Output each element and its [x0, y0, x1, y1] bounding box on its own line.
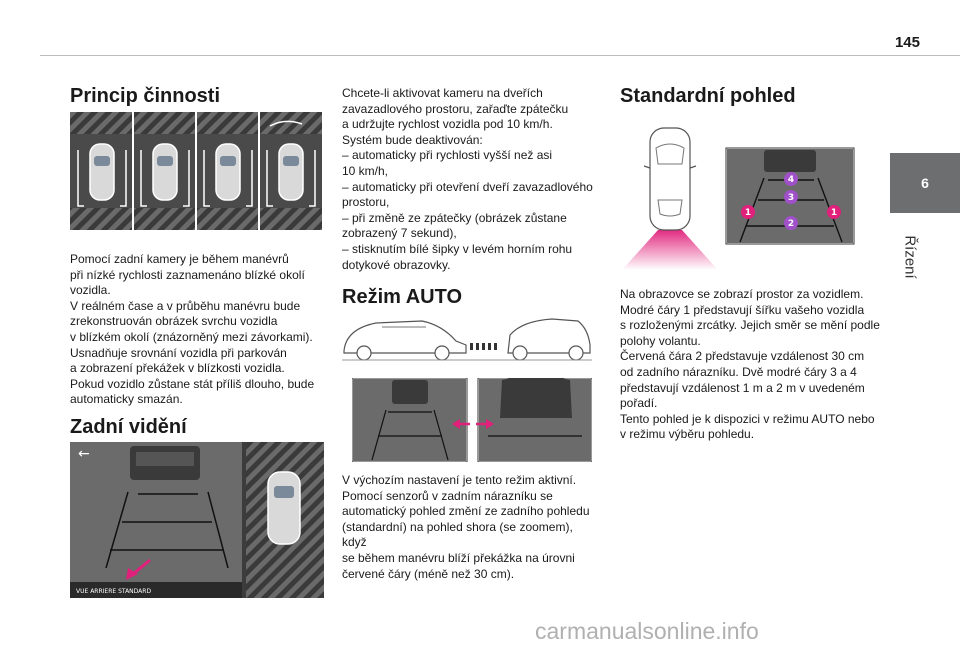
- chapter-title: Řízení: [901, 235, 919, 279]
- auto-mode-body: V výchozím nastavení je tento režim akti…: [342, 473, 590, 581]
- auto-mode-views-illustration: [352, 378, 592, 462]
- principle-illustration: [70, 112, 322, 230]
- view-marker-2: 2: [788, 219, 794, 229]
- page-number: 145: [894, 34, 920, 51]
- watermark: carmanualsonline.info: [535, 618, 759, 644]
- section-title-auto-mode: Režim AUTO: [342, 286, 463, 308]
- view-marker-1-left: 1: [745, 208, 751, 218]
- auto-mode-cars-illustration: [342, 318, 592, 361]
- view-marker-4: 4: [788, 175, 794, 185]
- section-title-rear-view: Zadní vidění: [70, 416, 187, 438]
- view-marker-3: 3: [788, 193, 794, 203]
- screen-mode-label: VUE ARRIERE STANDARD: [76, 588, 151, 595]
- standard-view-body: Na obrazovce se zobrazí prostor za vozid…: [620, 287, 880, 442]
- section-title-standard-view: Standardní pohled: [620, 85, 796, 107]
- standard-view-illustration: 4 3 1 1 2: [622, 127, 855, 270]
- chapter-tab[interactable]: 6: [890, 153, 960, 213]
- view-marker-1-right: 1: [831, 208, 837, 218]
- chapter-number: 6: [921, 175, 929, 191]
- svg-text:←: ←: [78, 446, 90, 462]
- section-title-principle: Princip činnosti: [70, 85, 221, 107]
- header-rule: [40, 55, 960, 56]
- rear-view-screen-illustration: ← VUE ARRIERE STANDARD: [70, 442, 324, 598]
